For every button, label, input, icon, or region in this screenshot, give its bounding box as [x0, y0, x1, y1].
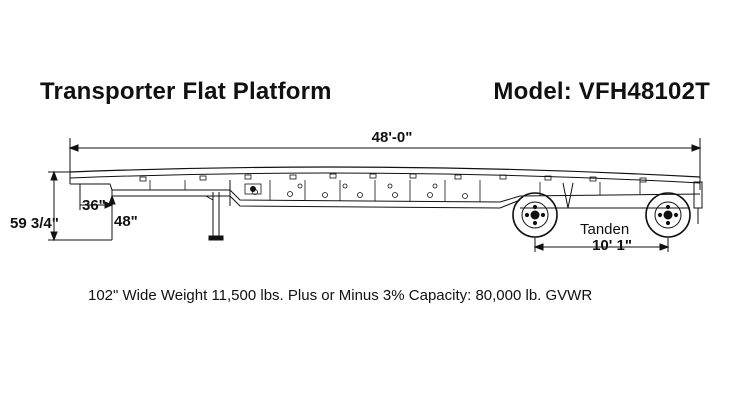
trailer-deck	[69, 166, 701, 190]
stake-pockets	[139, 173, 647, 183]
crossmembers	[149, 180, 641, 202]
landing-gear	[205, 192, 224, 241]
kingpin-dimension	[79, 196, 114, 210]
deck-height-dimension	[108, 194, 116, 240]
rear-axle-wheel	[645, 192, 691, 238]
axle-spread-dimension	[533, 238, 670, 252]
rear-bumper	[693, 181, 703, 224]
beam-holes	[252, 183, 468, 199]
air-tank	[244, 183, 262, 195]
gooseneck	[70, 183, 113, 196]
kingpin-setback-label: 36"	[82, 197, 106, 214]
spec-line: 102" Wide Weight 11,500 lbs. Plus or Min…	[88, 287, 593, 304]
overall-height-label: 59 3/4"	[10, 215, 59, 232]
suspension	[520, 182, 690, 209]
front-axle-wheel	[512, 192, 558, 238]
axle-spread-label: 10' 1"	[592, 237, 632, 254]
deck-height-label: 48"	[114, 213, 138, 230]
axle-type-label: Tanden	[580, 221, 629, 238]
overall-length-label: 48'-0"	[372, 129, 413, 146]
page-title: Transporter Flat Platform	[40, 78, 332, 105]
main-beam	[112, 180, 701, 209]
overall-height-dimension	[48, 170, 112, 242]
overall-length-dimension	[68, 138, 702, 188]
model-number: Model: VFH48102T	[493, 78, 710, 105]
kingpin-plate	[250, 186, 256, 192]
